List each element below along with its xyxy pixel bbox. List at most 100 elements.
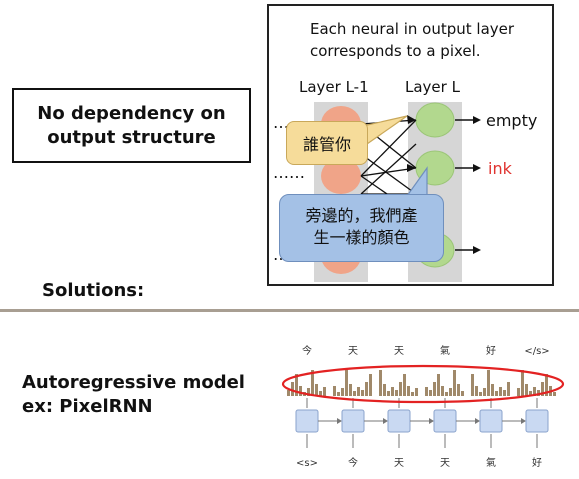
top-token-0: 今	[302, 344, 312, 357]
top-token-3: 氣	[440, 344, 450, 357]
callout-same-color: 旁邊的，我們產 生一樣的顏色	[279, 194, 444, 262]
top-token-2: 天	[394, 346, 404, 357]
network-diagram-frame	[267, 4, 554, 286]
distribution-bar	[471, 374, 474, 396]
distribution-bar	[479, 392, 482, 396]
distribution-bar	[399, 382, 402, 396]
distribution-bar	[453, 370, 456, 396]
distribution-bar	[391, 387, 394, 396]
distribution-bar	[503, 390, 506, 396]
distribution-bar	[425, 387, 428, 396]
distribution-bar	[521, 370, 524, 396]
bottom-token-3: 天	[440, 458, 450, 469]
layer-prev-label: Layer L-1	[299, 78, 369, 96]
distribution-bar	[369, 374, 372, 396]
distribution-bar	[533, 387, 536, 396]
distribution-bar	[353, 391, 356, 396]
distribution-bar	[387, 391, 390, 396]
rnn-cell-3	[433, 409, 457, 433]
distribution-bar	[433, 382, 436, 396]
distribution-bar	[395, 390, 398, 396]
distribution-bar	[553, 392, 556, 396]
distribution-bar	[357, 387, 360, 396]
output-ink-label: ink	[488, 159, 513, 178]
bottom-token-2: 天	[394, 458, 404, 469]
distribution-bars	[287, 370, 556, 396]
distribution-bar	[415, 388, 418, 396]
rnn-cell-0	[295, 409, 319, 433]
section-divider	[0, 309, 579, 312]
bottom-token-0: <s>	[296, 458, 318, 469]
rnn-cell-2	[387, 409, 411, 433]
distribution-bar	[337, 392, 340, 396]
neuron-curr-1	[415, 102, 455, 138]
distribution-bar	[349, 384, 352, 396]
distribution-bar	[525, 384, 528, 396]
distribution-bar	[537, 390, 540, 396]
rnn-cell-4	[479, 409, 503, 433]
distribution-bar	[299, 386, 302, 396]
solutions-heading: Solutions:	[42, 280, 145, 301]
distribution-bar	[483, 388, 486, 396]
top-token-4: 好	[486, 345, 496, 357]
no-dependency-line2: output structure	[47, 126, 216, 148]
rnn-cell-5	[525, 409, 549, 433]
output-empty-label: empty	[486, 111, 537, 130]
no-dependency-box: No dependency on output structure	[12, 88, 251, 163]
distribution-bar	[495, 391, 498, 396]
recurrent-arrowhead	[475, 418, 480, 424]
callout-1-tail	[362, 115, 408, 146]
distribution-bar	[307, 388, 310, 396]
distribution-bar	[545, 374, 548, 396]
distribution-bar	[365, 382, 368, 396]
recurrent-arrowhead	[429, 418, 434, 424]
distribution-bar	[491, 384, 494, 396]
recurrent-arrowhead	[383, 418, 388, 424]
distribution-bar	[457, 384, 460, 396]
distribution-bar	[383, 384, 386, 396]
bottom-token-4: 氣	[486, 456, 496, 469]
input-dots-2: ……	[273, 163, 305, 182]
caption-line1: Each neural in output layer	[310, 20, 515, 38]
distribution-bar	[449, 388, 452, 396]
rnn-cells	[295, 398, 549, 448]
distribution-bar	[403, 374, 406, 396]
distribution-bar	[287, 390, 290, 396]
distribution-bar	[345, 370, 348, 396]
distribution-bar	[379, 370, 382, 396]
highlight-ellipse	[281, 364, 565, 404]
autoregressive-line2: ex: PixelRNN	[22, 396, 153, 417]
distribution-bar	[295, 374, 298, 396]
rnn-diagram: 今天天氣好</s> <s>今天天氣好	[281, 344, 565, 469]
recurrent-arrowhead	[521, 418, 526, 424]
bottom-token-1: 今	[348, 456, 358, 469]
distribution-bar	[333, 386, 336, 396]
distribution-bar	[319, 391, 322, 396]
rnn-cell-1	[341, 409, 365, 433]
no-dependency-line1: No dependency on	[37, 102, 226, 124]
recurrent-arrowhead	[337, 418, 342, 424]
bottom-token-5: 好	[532, 457, 542, 469]
top-token-1: 天	[348, 346, 358, 357]
distribution-bar	[429, 390, 432, 396]
distribution-bar	[499, 387, 502, 396]
distribution-bar	[311, 370, 314, 396]
distribution-bar	[441, 386, 444, 396]
distribution-bar	[461, 391, 464, 396]
distribution-bar	[517, 388, 520, 396]
distribution-bar	[291, 382, 294, 396]
distribution-bar	[529, 391, 532, 396]
distribution-bar	[445, 392, 448, 396]
distribution-bar	[507, 382, 510, 396]
distribution-bar	[361, 390, 364, 396]
distribution-bar	[315, 384, 318, 396]
network-caption: Each neural in output layer corresponds …	[310, 18, 514, 62]
distribution-bar	[475, 386, 478, 396]
distribution-bar	[341, 388, 344, 396]
autoregressive-line1: Autoregressive model	[22, 372, 245, 393]
callout-1-text: 誰管你	[302, 135, 351, 154]
bottom-token-row: <s> 今 天 天 氣 好	[296, 456, 542, 469]
layer-curr-label: Layer L	[405, 78, 461, 96]
distribution-bar	[487, 370, 490, 396]
callout-2-line1: 旁邊的，我們產	[305, 206, 418, 225]
